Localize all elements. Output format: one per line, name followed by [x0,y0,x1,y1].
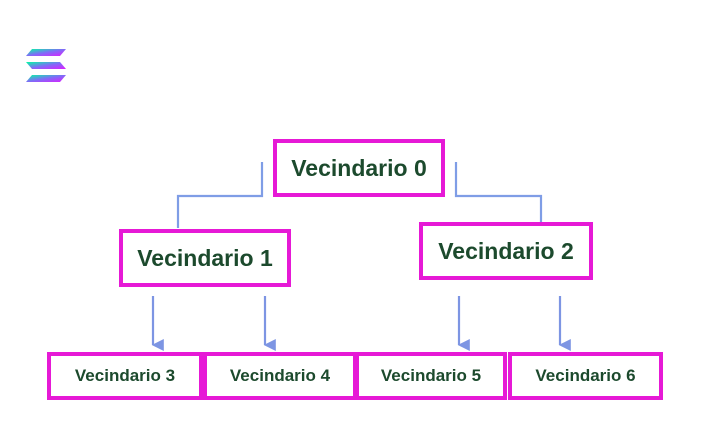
node-label: Vecindario 6 [535,366,636,385]
node-label: Vecindario 3 [74,366,176,385]
node-label: Vecindario 0 [291,154,427,181]
node-vecindario-1: Vecindario 1 [119,229,291,287]
node-vecindario-5: Vecindario 5 [355,352,507,400]
node-label: Vecindario 2 [438,237,574,264]
node-vecindario-2: Vecindario 2 [419,222,593,280]
connector-root-to-vecindario-2 [454,162,543,222]
node-vecindario-6: Vecindario 6 [508,352,663,400]
node-label: Vecindario 5 [380,366,482,385]
solana-logo-icon [26,49,66,82]
node-label: Vecindario 4 [229,366,331,385]
connector-root-to-vecindario-1 [176,162,264,228]
node-vecindario-3: Vecindario 3 [47,352,203,400]
node-vecindario-0: Vecindario 0 [273,139,445,197]
node-label: Vecindario 1 [137,244,273,271]
node-vecindario-4: Vecindario 4 [203,352,357,400]
